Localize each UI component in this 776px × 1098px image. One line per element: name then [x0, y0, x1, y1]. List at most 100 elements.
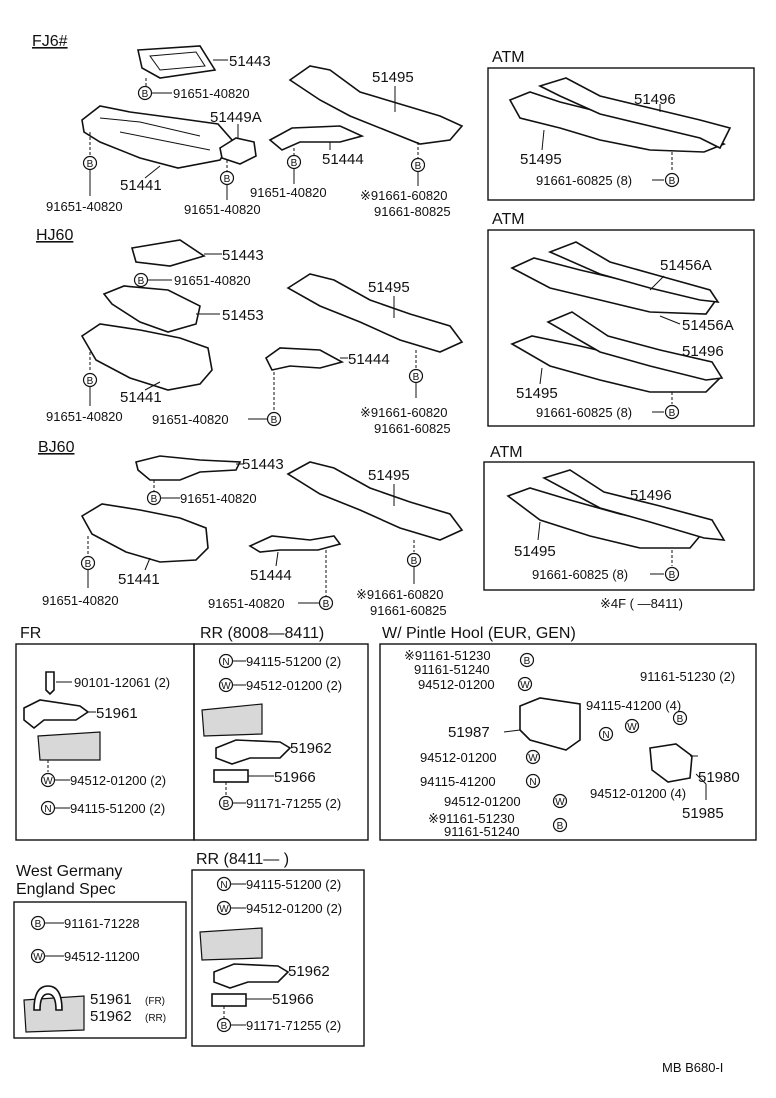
part-51980-shape — [649, 743, 693, 783]
atm-2-group: 51456A 51456A 51496 51495 B 91661-60825 … — [510, 241, 734, 420]
washer-symbol-letter: W — [528, 753, 538, 764]
label-bolt-80825: 91661-80825 — [374, 204, 451, 219]
label-90101: 90101-12061 (2) — [74, 675, 170, 690]
nut-symbol-letter: N — [44, 804, 51, 815]
bolt-symbol: B — [80, 555, 96, 571]
washer-symbol-letter: W — [221, 681, 231, 692]
part-51495-shape — [288, 65, 464, 145]
bolt-symbol-letter: B — [221, 1021, 228, 1032]
label-94115-41200: 94115-41200 — [420, 774, 496, 789]
label-bolt: 91651-40820 — [180, 491, 257, 506]
bolt-90101-shape — [45, 671, 55, 696]
bolt-symbol-letter: B — [35, 919, 42, 930]
nut-symbol-letter: N — [602, 730, 609, 741]
label-bolt-8: 91661-60825 (8) — [536, 405, 632, 420]
frame-rail-shape — [201, 703, 263, 737]
wg-group: B 91161-71228 W 94512-11200 51961 (FR) 5… — [23, 915, 166, 1033]
label-51495-atm2: 51495 — [516, 385, 558, 402]
bolt-symbol: B — [266, 411, 282, 427]
bolt-symbol-letter: B — [291, 158, 298, 169]
label-bolt: 91651-40820 — [42, 593, 119, 608]
bolt-symbol-letter: B — [138, 276, 145, 287]
part-51496-atm-shape — [537, 77, 732, 150]
part-51987-shape — [519, 697, 581, 751]
label-94115-41200-4: 94115-41200 (4) — [586, 698, 681, 713]
part-51496-atm2-shape — [546, 311, 724, 381]
washer-symbol-letter: W — [627, 722, 637, 733]
part-51443-bj-shape — [135, 455, 242, 481]
part-51962-rr2-shape — [213, 963, 290, 989]
label-bolt: 91651-40820 — [152, 412, 229, 427]
part-51495-atm-shape — [508, 91, 726, 153]
label-91161-51230-2: 91161-51230 (2) — [640, 669, 735, 684]
label-51496: 51496 — [682, 343, 724, 360]
bolt-symbol: B — [410, 157, 426, 173]
bolt-symbol-letter: B — [85, 559, 92, 570]
label-bolt-8: 91661-60825 (8) — [536, 173, 632, 188]
washer-symbol-letter: W — [33, 952, 43, 963]
label-bolt-star: ※91661-60820 — [360, 405, 448, 420]
label-51441: 51441 — [120, 389, 162, 406]
bolt-symbol-letter: B — [323, 599, 330, 610]
label-94512: 94512-01200 (2) — [246, 678, 342, 693]
bolt-symbol: B — [552, 817, 568, 833]
label-51444: 51444 — [322, 151, 364, 168]
leader-51987 — [503, 729, 521, 733]
pintle-box — [379, 643, 757, 841]
nut-symbol: N — [598, 726, 614, 742]
label-bolt: 91651-40820 — [173, 86, 250, 101]
label-51456a-1: 51456A — [660, 257, 712, 274]
part-51449a-shape — [219, 137, 257, 165]
label-bolt-60825: 91661-60825 — [374, 421, 451, 436]
part-51962-shape — [215, 739, 292, 765]
label-51961-wg: 51961 — [90, 991, 132, 1008]
label-51443: 51443 — [222, 247, 264, 264]
bolt-symbol: B — [408, 368, 424, 384]
nut-symbol: N — [525, 773, 541, 789]
leader-51441 — [144, 165, 161, 179]
label-51441: 51441 — [120, 177, 162, 194]
bolt-symbol: B — [133, 272, 149, 288]
label-51495-atm3: 51495 — [514, 543, 556, 560]
bolt-symbol: B — [146, 490, 162, 506]
label-bolt-8: 91661-60825 (8) — [532, 567, 628, 582]
rr2-group: N 94115-51200 (2) W 94512-01200 (2) 5196… — [199, 876, 342, 1033]
bolt-symbol-letter: B — [669, 408, 676, 419]
washer-symbol: W — [624, 718, 640, 734]
label-51495: 51495 — [368, 467, 410, 484]
label-94512-a: 94512-01200 — [418, 677, 495, 692]
label-91161-51240-b: 91161-51240 — [444, 824, 520, 839]
label-51962-wg: 51962 — [90, 1008, 132, 1025]
washer-symbol-letter: W — [555, 797, 565, 808]
part-51441-bj-shape — [80, 503, 209, 563]
label-51443: 51443 — [242, 456, 284, 473]
section-hj60-title: HJ60 — [36, 227, 73, 244]
bolt-symbol: B — [218, 795, 234, 811]
leader-51444 — [275, 551, 279, 567]
part-51444-hj-shape — [264, 347, 345, 371]
label-51987: 51987 — [448, 724, 490, 741]
nut-symbol: N — [40, 800, 56, 816]
rr1-group: N 94115-51200 (2) W 94512-01200 (2) 5196… — [201, 653, 342, 811]
label-51962: 51962 — [290, 740, 332, 757]
washer-symbol: W — [40, 772, 56, 788]
label-94512-b: 94512-01200 — [420, 750, 497, 765]
bolt-symbol: B — [82, 155, 98, 171]
bolt-symbol-letter: B — [557, 821, 564, 832]
bolt-symbol-letter: B — [271, 415, 278, 426]
washer-symbol: W — [517, 676, 533, 692]
part-51495-hj-shape — [286, 273, 464, 353]
label-91171: 91171-71255 (2) — [246, 796, 341, 811]
note-4f: ※4F ( —8411) — [600, 596, 683, 611]
label-51961: 51961 — [96, 705, 138, 722]
label-51444: 51444 — [250, 567, 292, 584]
label-51495: 51495 — [372, 69, 414, 86]
bolt-symbol: B — [519, 652, 535, 668]
label-bolt: 91651-40820 — [250, 185, 327, 200]
nut-symbol-letter: N — [222, 657, 229, 668]
label-bolt: 91651-40820 — [174, 273, 251, 288]
label-51441: 51441 — [118, 571, 160, 588]
label-rr-suffix: (RR) — [145, 1013, 166, 1024]
part-51496-atm3-shape — [541, 469, 726, 541]
